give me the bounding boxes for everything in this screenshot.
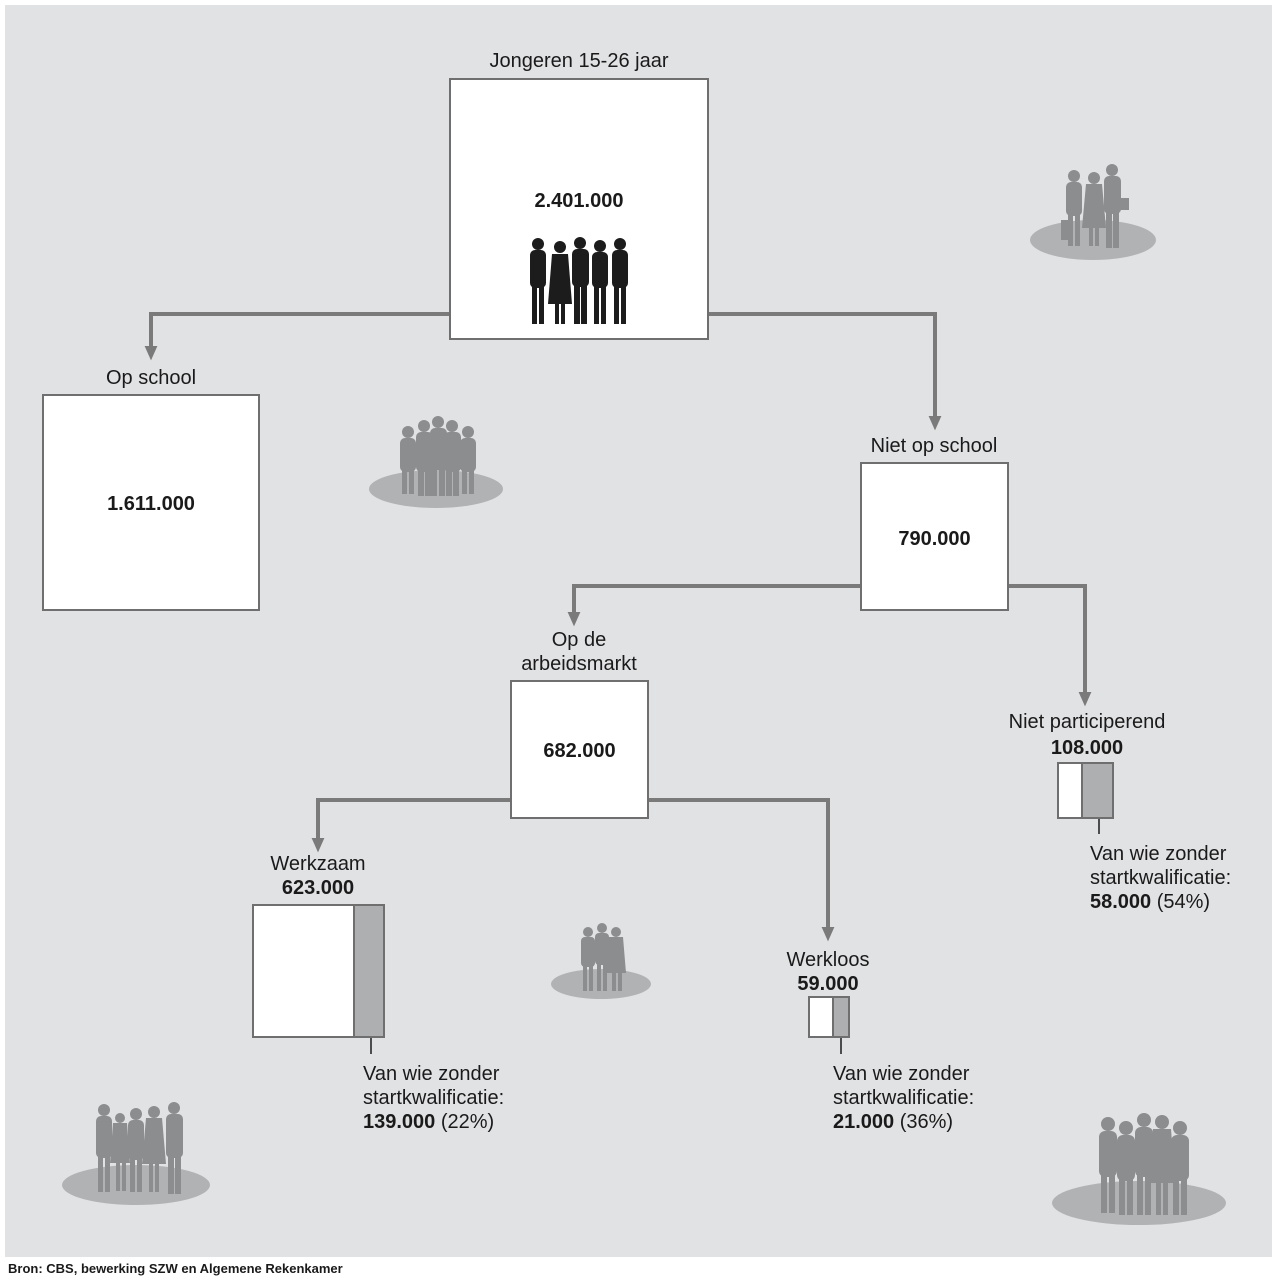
niet-participerend-note: Van wie zonder startkwalificatie: 58.000… xyxy=(1090,842,1231,914)
note-line1: Van wie zonder xyxy=(363,1063,500,1085)
connector-arbeidsmarkt-to-werkzaam xyxy=(311,798,510,853)
werkloos-value: 59.000 xyxy=(797,973,859,995)
niet-participerend-title: Niet participerend xyxy=(1008,711,1166,733)
note-value: 21.000 xyxy=(833,1111,895,1133)
arbeidsmarkt-title-line1: Op de xyxy=(551,629,607,651)
note-value: 58.000 xyxy=(1090,891,1152,913)
note-line2: startkwalificatie: xyxy=(833,1087,975,1109)
root-people-silhouette xyxy=(530,237,628,324)
people-group-icon xyxy=(1030,164,1156,260)
werkzaam-box xyxy=(252,904,385,1038)
werkzaam-title: Werkzaam xyxy=(270,853,366,875)
note-percentage: (54%) xyxy=(1156,891,1211,913)
werkzaam-note: Van wie zonder startkwalificatie: 139.00… xyxy=(363,1062,504,1134)
niet-op-school-title: Niet op school xyxy=(870,435,998,457)
note-line1: Van wie zonder xyxy=(1090,843,1227,865)
people-group-icon xyxy=(1052,1113,1226,1225)
note-percentage: (36%) xyxy=(899,1111,954,1133)
root-title: Jongeren 15-26 jaar xyxy=(489,50,669,72)
connector-niet-op-school-to-arbeidsmarkt xyxy=(567,584,860,627)
werkzaam-share-fill xyxy=(352,906,383,1036)
niet-op-school-box xyxy=(860,462,1009,611)
werkloos-title: Werkloos xyxy=(786,949,870,971)
op-school-title: Op school xyxy=(105,367,197,389)
note-line2: startkwalificatie: xyxy=(1090,867,1232,889)
people-group-icon xyxy=(551,923,651,999)
werkzaam-value: 623.000 xyxy=(281,877,355,899)
note-line1: Van wie zonder xyxy=(833,1063,970,1085)
arbeidsmarkt-title-line2: arbeidsmarkt xyxy=(521,653,637,675)
connector-root-to-op-school xyxy=(144,312,449,361)
source-note: Bron: CBS, bewerking SZW en Algemene Rek… xyxy=(8,1261,343,1276)
werkloos-note: Van wie zonder startkwalificatie: 21.000… xyxy=(833,1062,974,1134)
niet-op-school-value: 790.000 xyxy=(898,528,971,550)
connector-root-to-niet-op-school xyxy=(709,312,942,431)
op-school-value: 1.611.000 xyxy=(107,493,195,515)
note-value: 139.000 xyxy=(363,1111,436,1133)
niet-participerend-value: 108.000 xyxy=(1050,737,1124,759)
arbeidsmarkt-value: 682.000 xyxy=(543,740,616,762)
note-percentage: (22%) xyxy=(440,1111,495,1133)
niet-participerend-share-fill xyxy=(1081,764,1112,817)
werkloos-box xyxy=(808,996,850,1038)
niet-participerend-box xyxy=(1057,762,1114,819)
op-school-box xyxy=(42,394,260,611)
werkloos-share-fill xyxy=(832,998,848,1036)
people-group-icon xyxy=(62,1102,210,1205)
arbeidsmarkt-box xyxy=(510,680,649,819)
connector-arbeidsmarkt-to-werkloos xyxy=(648,798,835,942)
connector-niet-op-school-to-niet-participerend xyxy=(1008,584,1092,707)
root-value: 2.401.000 xyxy=(534,190,624,212)
people-group-icon xyxy=(369,416,503,508)
note-line2: startkwalificatie: xyxy=(363,1087,505,1109)
